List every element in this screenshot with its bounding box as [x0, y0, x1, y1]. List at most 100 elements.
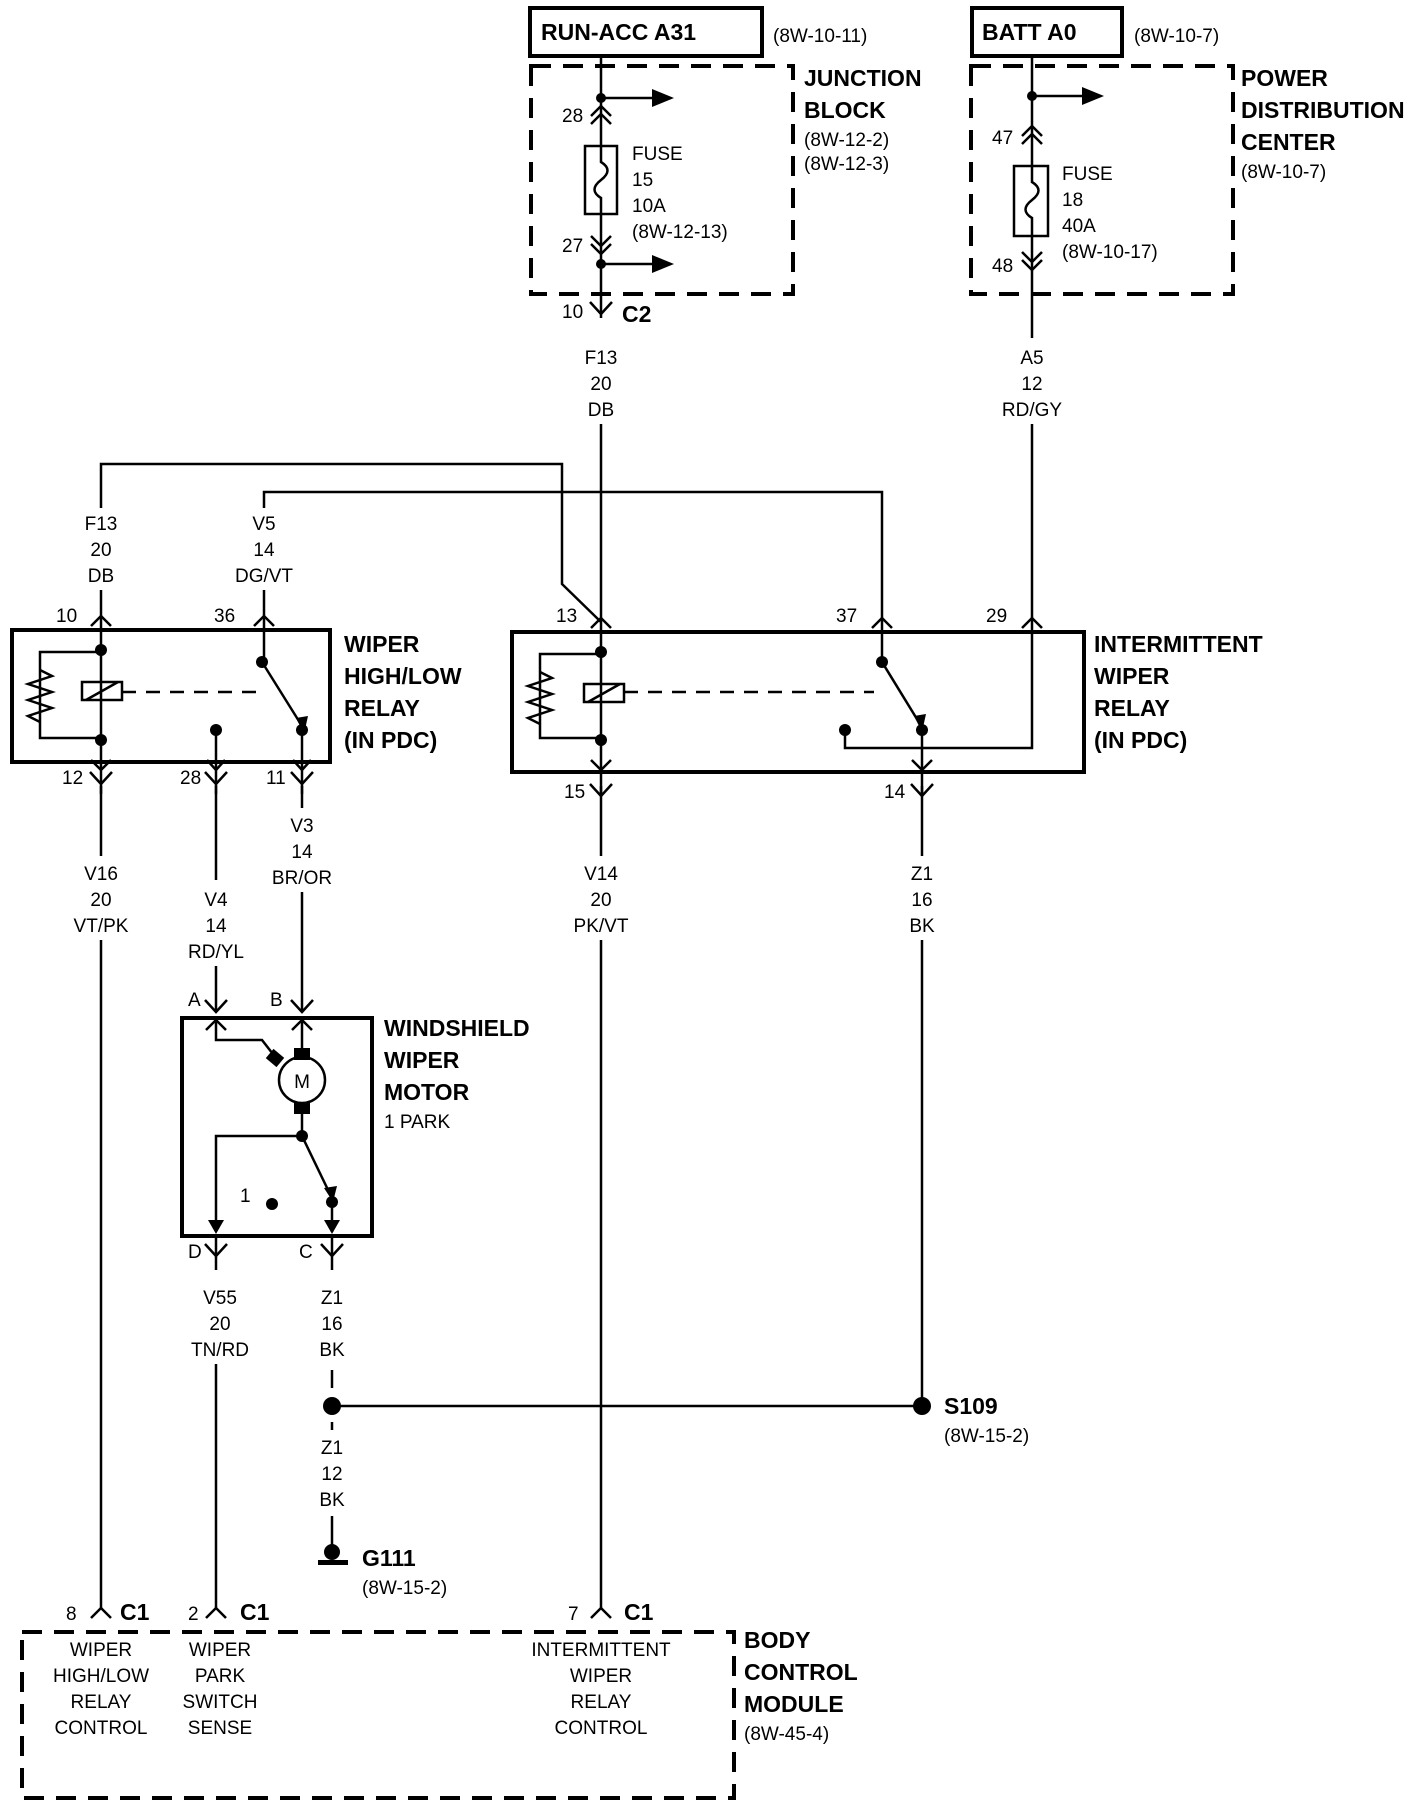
pdc-title2: DISTRIBUTION — [1241, 97, 1405, 123]
int-relay-switch-arm — [880, 661, 922, 725]
pdc-title1: POWER — [1241, 65, 1328, 91]
bcm-title1: BODY — [744, 1627, 810, 1653]
pdc-ref: (8W-10-7) — [1241, 162, 1326, 183]
hl-relay-box — [10, 628, 332, 764]
wire-z1-ground-color: BK — [319, 1490, 345, 1511]
wire-v55-color: TN/RD — [191, 1340, 249, 1361]
wire-z1-motor-color: BK — [319, 1340, 345, 1361]
bcm-pin2: 2 — [188, 1604, 199, 1625]
wire-v14-gauge: 20 — [590, 890, 611, 911]
wire-v3-circuit: V3 — [290, 816, 313, 837]
motor-title2: WIPER — [384, 1047, 460, 1073]
pdc-title3: CENTER — [1241, 129, 1336, 155]
hl-pin12-connector — [89, 771, 113, 786]
int-pin37: 37 — [836, 606, 857, 627]
bcm-f3-line4: CONTROL — [555, 1718, 648, 1739]
int-relay-resistor — [524, 670, 556, 726]
wire-f13-top-color: DB — [588, 400, 614, 421]
motor-title1: WINDSHIELD — [384, 1015, 530, 1041]
bcm-f2-line2: PARK — [195, 1666, 246, 1687]
hl-relay-switch-arm — [260, 661, 304, 727]
int-pin13-connector — [590, 616, 612, 629]
wire-f13-top-circuit: F13 — [585, 348, 618, 369]
fuse15-number: 15 — [632, 170, 653, 191]
int-relay-box — [510, 630, 1086, 774]
c2-connector-symbol — [589, 301, 613, 316]
wire-v4-circuit: V4 — [204, 890, 228, 911]
fuse15-ref: (8W-12-13) — [632, 222, 728, 243]
bcm-c1-label-2: C1 — [240, 1599, 270, 1625]
motor-park-switch-arm — [300, 1135, 332, 1195]
wire-v14-color: PK/VT — [574, 916, 629, 937]
bcm-f3-line1: INTERMITTENT — [531, 1640, 671, 1661]
bcm-f3-line3: RELAY — [571, 1692, 632, 1713]
wire-f13-left-gauge: 20 — [90, 540, 111, 561]
ground-label: G111 — [362, 1545, 416, 1571]
bcm-ref: (8W-45-4) — [744, 1724, 829, 1745]
splice-s109-dot — [913, 1397, 931, 1415]
int-pin14: 14 — [884, 782, 906, 803]
hl-pin28-connector — [204, 771, 228, 786]
fuse18-element — [1024, 166, 1040, 236]
int-relay-title2: WIPER — [1094, 663, 1170, 689]
int-relay-title4: (IN PDC) — [1094, 727, 1187, 753]
pdc-top-arrow — [1082, 87, 1104, 105]
motor-pin-c: C — [299, 1242, 313, 1263]
junction-block-title1: JUNCTION — [804, 65, 922, 91]
splice-ref: (8W-15-2) — [944, 1426, 1029, 1447]
bcm-f1-line1: WIPER — [70, 1640, 132, 1661]
motor-pin-b: B — [270, 990, 283, 1011]
int-pin29-connector — [1021, 616, 1043, 629]
wire-a5-circuit: A5 — [1020, 348, 1043, 369]
bcm-pin8: 8 — [66, 1604, 77, 1625]
motor-pin-d: D — [188, 1242, 202, 1263]
int-relay-title1: INTERMITTENT — [1094, 631, 1263, 657]
junction-block-title2: BLOCK — [804, 97, 886, 123]
int-pin29: 29 — [986, 606, 1007, 627]
fuse18-name: FUSE — [1062, 164, 1113, 185]
hl-pin10-connector — [90, 614, 112, 627]
batt-ref: (8W-10-7) — [1134, 26, 1219, 47]
pdc-pin48: 48 — [992, 256, 1013, 277]
hl-pin28: 28 — [180, 768, 201, 789]
hl-relay-title4: (IN PDC) — [344, 727, 437, 753]
bcm-pin7: 7 — [568, 1604, 579, 1625]
run-acc-ref: (8W-10-11) — [773, 26, 867, 47]
int-pin37-connector — [871, 616, 893, 629]
batt-label: BATT A0 — [982, 19, 1077, 45]
hl-pin36: 36 — [214, 606, 235, 627]
wire-z1-right-circuit: Z1 — [911, 864, 933, 885]
pdc-pin47: 47 — [992, 128, 1013, 149]
wire-v5 — [262, 490, 884, 622]
motor-park-contact — [266, 1198, 278, 1210]
bcm-title3: MODULE — [744, 1691, 844, 1717]
bcm-pin7-connector — [590, 1606, 612, 1619]
fuse18-number: 18 — [1062, 190, 1083, 211]
bcm-f3-line2: WIPER — [570, 1666, 632, 1687]
motor-m-label: M — [294, 1072, 310, 1093]
bcm-pin8-connector — [90, 1606, 112, 1619]
jb-pin28: 28 — [562, 106, 583, 127]
run-acc-box — [528, 6, 764, 58]
bcm-f2-line4: SENSE — [188, 1718, 252, 1739]
fuse15-element — [593, 146, 609, 214]
junction-block-ref1: (8W-12-2) — [804, 130, 889, 151]
bcm-pin2-connector — [205, 1606, 227, 1619]
jb-pin28-chevron — [590, 112, 612, 125]
c2-label: C2 — [622, 301, 651, 327]
run-acc-label: RUN-ACC A31 — [541, 19, 696, 45]
wire-v55-circuit: V55 — [203, 1288, 237, 1309]
bcm-title2: CONTROL — [744, 1659, 858, 1685]
wire-v55-gauge: 20 — [209, 1314, 230, 1335]
fuse18-rating: 40A — [1062, 216, 1096, 237]
wire-a5-gauge: 12 — [1021, 374, 1042, 395]
hl-relay-title1: WIPER — [344, 631, 420, 657]
pdc-pin48-chevron — [1021, 251, 1043, 264]
hl-pin11-connector — [290, 771, 314, 786]
hl-pin11: 11 — [266, 768, 286, 789]
wire-z1-motor-circuit: Z1 — [321, 1288, 343, 1309]
wire-f13-left-circuit: F13 — [85, 514, 118, 535]
splice-label: S109 — [944, 1393, 998, 1419]
jb-top-arrow — [652, 89, 674, 107]
